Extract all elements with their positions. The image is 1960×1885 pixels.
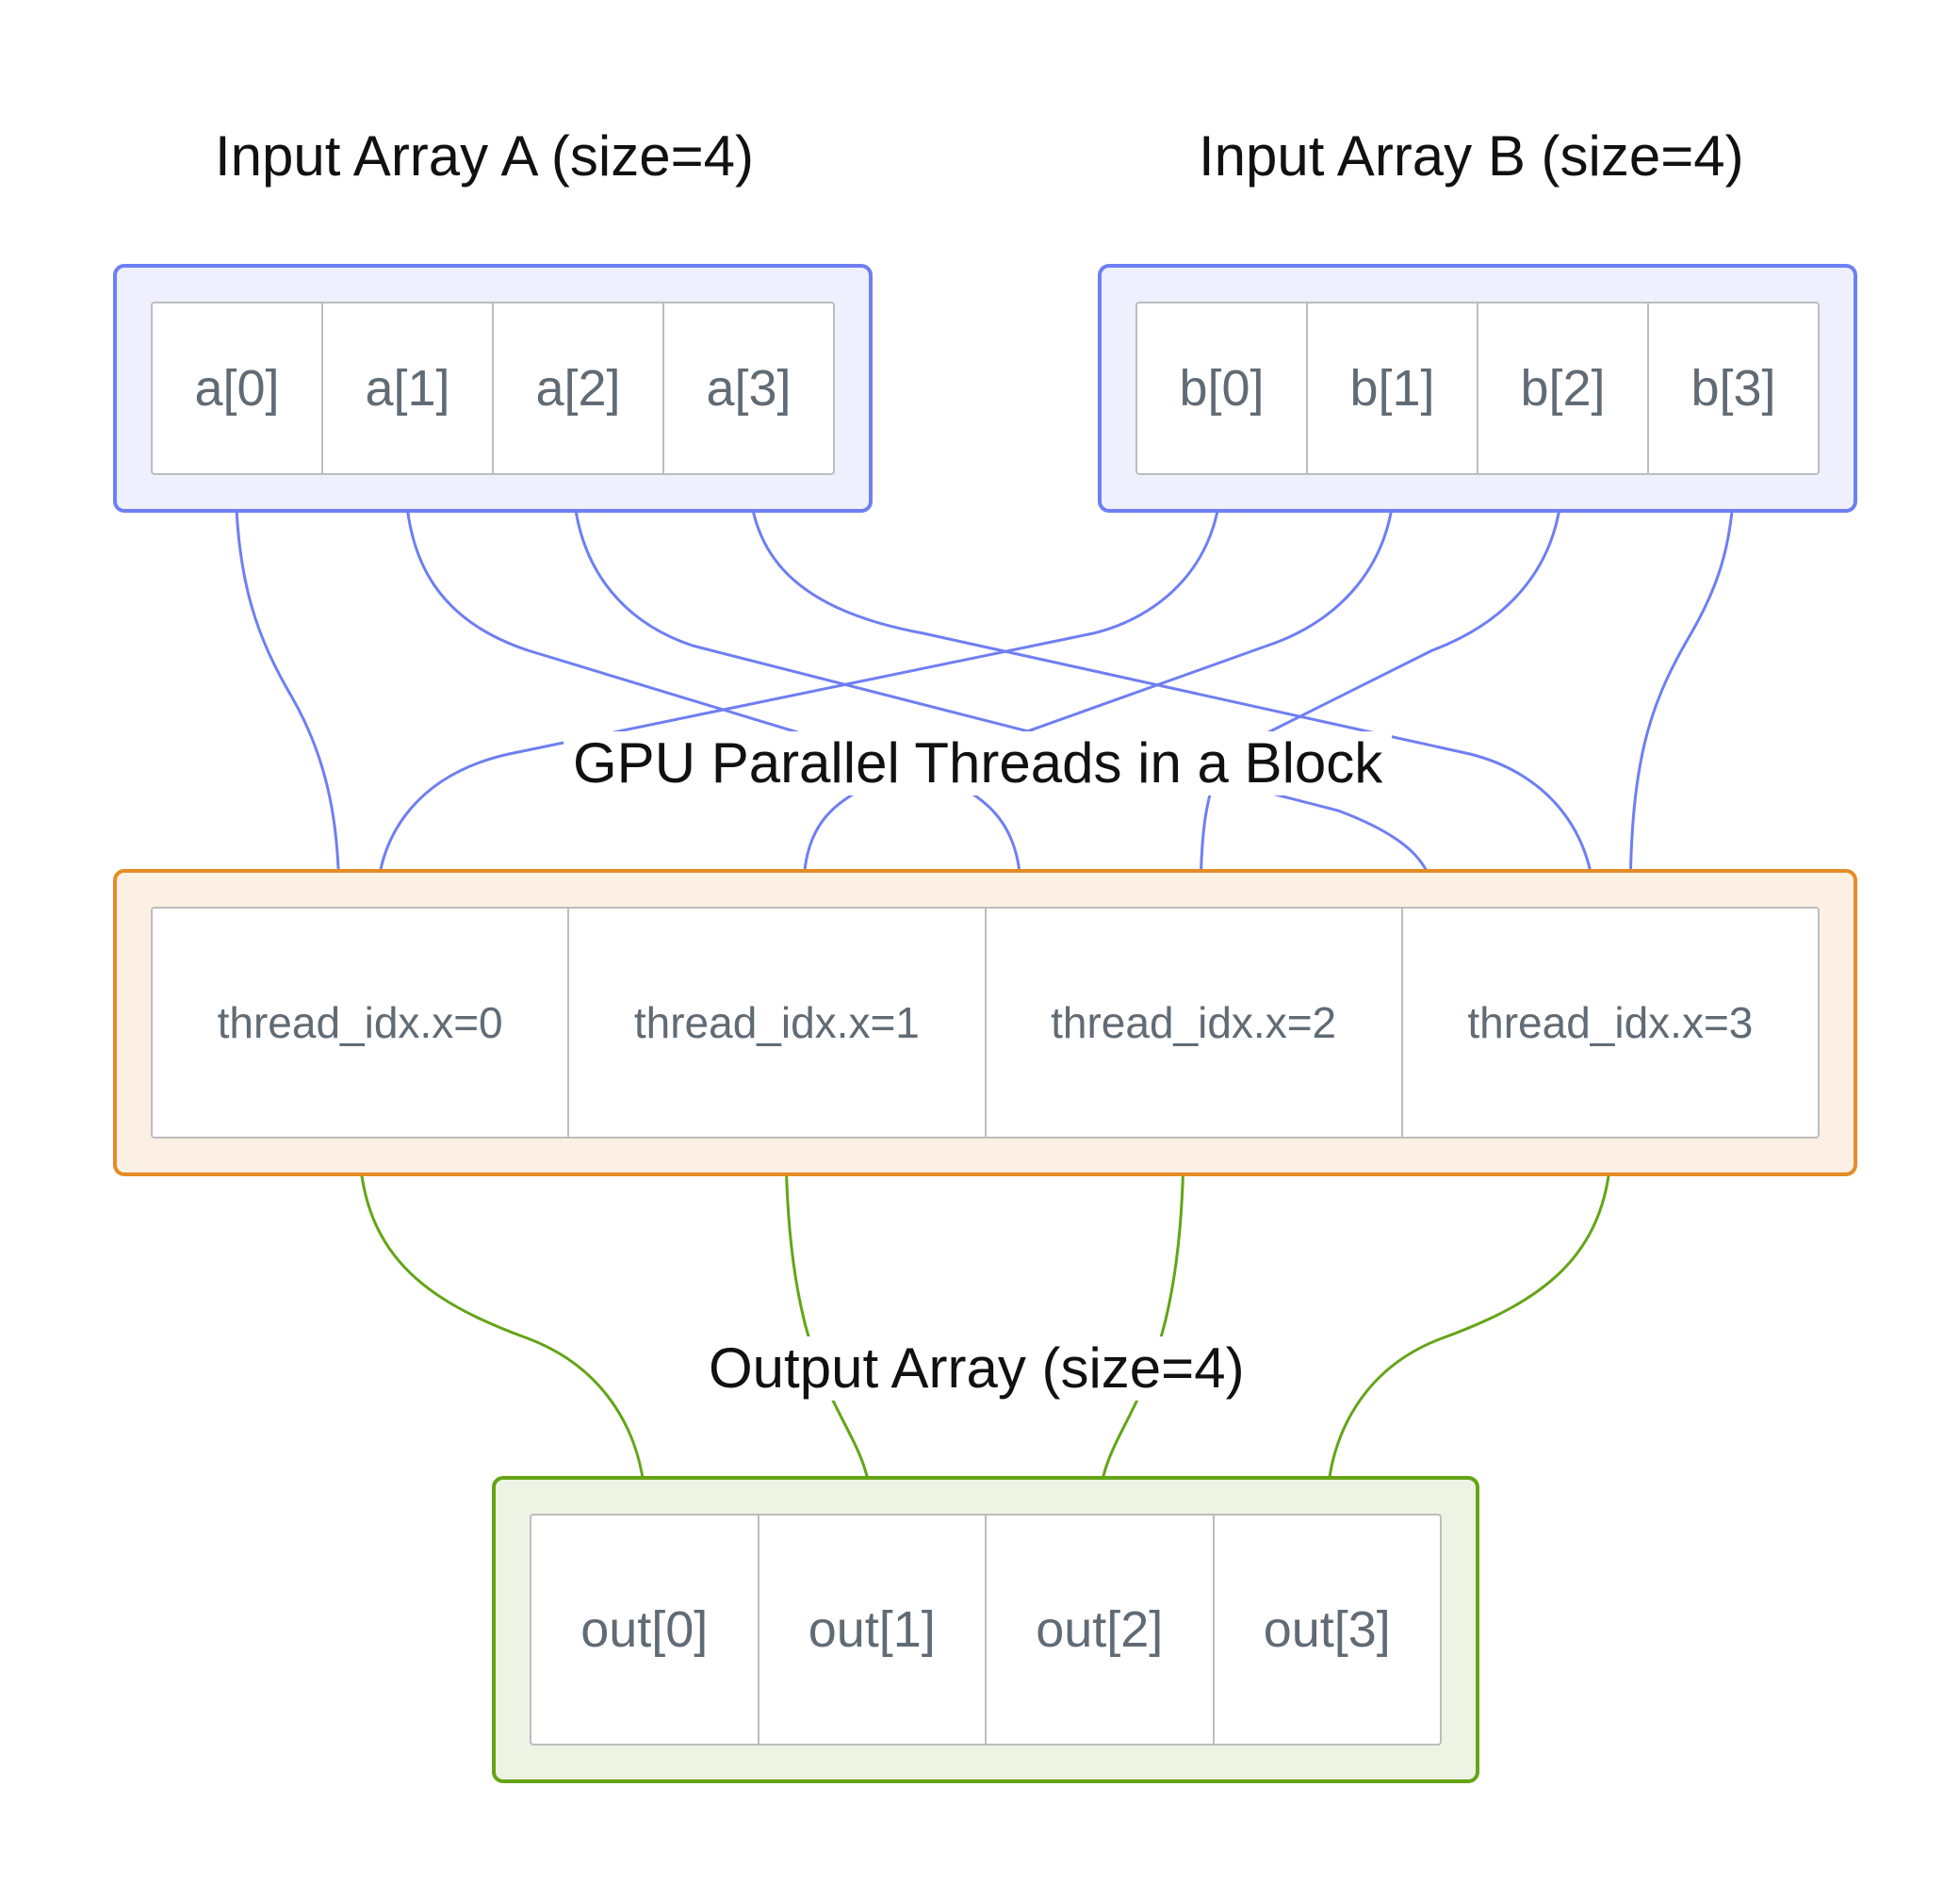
- array-b-cell-1: b[1]: [1306, 303, 1477, 473]
- thread-cell-2: thread_idx.x=2: [984, 909, 1401, 1137]
- arrow-b2-thread2: [1198, 472, 1564, 914]
- output-array-container: out[0] out[1] out[2] out[3]: [492, 1476, 1479, 1783]
- arrow-a2-thread2: [571, 472, 1445, 914]
- arrow-thread3-out3: [1324, 1136, 1613, 1523]
- input-array-a: a[0] a[1] a[2] a[3]: [151, 302, 835, 475]
- output-cell-1: out[1]: [757, 1516, 986, 1744]
- arrow-b0-thread0: [374, 472, 1223, 914]
- output-array: out[0] out[1] out[2] out[3]: [530, 1514, 1442, 1746]
- input-array-b: b[0] b[1] b[2] b[3]: [1135, 302, 1820, 475]
- thread-block: thread_idx.x=0 thread_idx.x=1 thread_idx…: [151, 907, 1820, 1139]
- arrow-b1-thread1: [800, 472, 1396, 914]
- arrow-thread1-out1: [784, 1136, 882, 1523]
- arrow-thread2-out2: [1096, 1136, 1185, 1523]
- heading-input-a: Input Array A (size=4): [205, 124, 763, 188]
- thread-block-container: thread_idx.x=0 thread_idx.x=1 thread_idx…: [113, 869, 1857, 1176]
- heading-threads: GPU Parallel Threads in a Block: [564, 731, 1393, 795]
- array-a-cell-0: a[0]: [194, 360, 280, 417]
- arrow-thread0-out0: [357, 1136, 656, 1523]
- thread-cell-0: thread_idx.x=0: [217, 998, 503, 1047]
- thread-cell-3: thread_idx.x=3: [1400, 909, 1818, 1137]
- array-a-cell-2: a[2]: [492, 303, 662, 473]
- array-b-cell-2: b[2]: [1477, 303, 1647, 473]
- thread-cell-1: thread_idx.x=1: [567, 909, 984, 1137]
- array-a-cell-1: a[1]: [321, 303, 492, 473]
- arrow-a3-thread3: [747, 472, 1606, 913]
- input-array-b-container: b[0] b[1] b[2] b[3]: [1098, 264, 1857, 513]
- output-cell-2: out[2]: [985, 1516, 1213, 1744]
- heading-output: Output Array (size=4): [699, 1336, 1254, 1401]
- output-cell-0: out[0]: [580, 1601, 709, 1658]
- heading-input-b: Input Array B (size=4): [1189, 124, 1754, 188]
- arrow-a1-thread1: [403, 472, 1032, 914]
- arrow-a0-thread0: [234, 472, 350, 914]
- output-cell-3: out[3]: [1212, 1516, 1441, 1744]
- input-array-a-container: a[0] a[1] a[2] a[3]: [113, 264, 873, 513]
- array-a-cell-3: a[3]: [662, 303, 833, 473]
- array-b-cell-0: b[0]: [1179, 360, 1265, 417]
- array-b-cell-3: b[3]: [1647, 303, 1818, 473]
- arrow-b3-thread3: [1627, 472, 1736, 914]
